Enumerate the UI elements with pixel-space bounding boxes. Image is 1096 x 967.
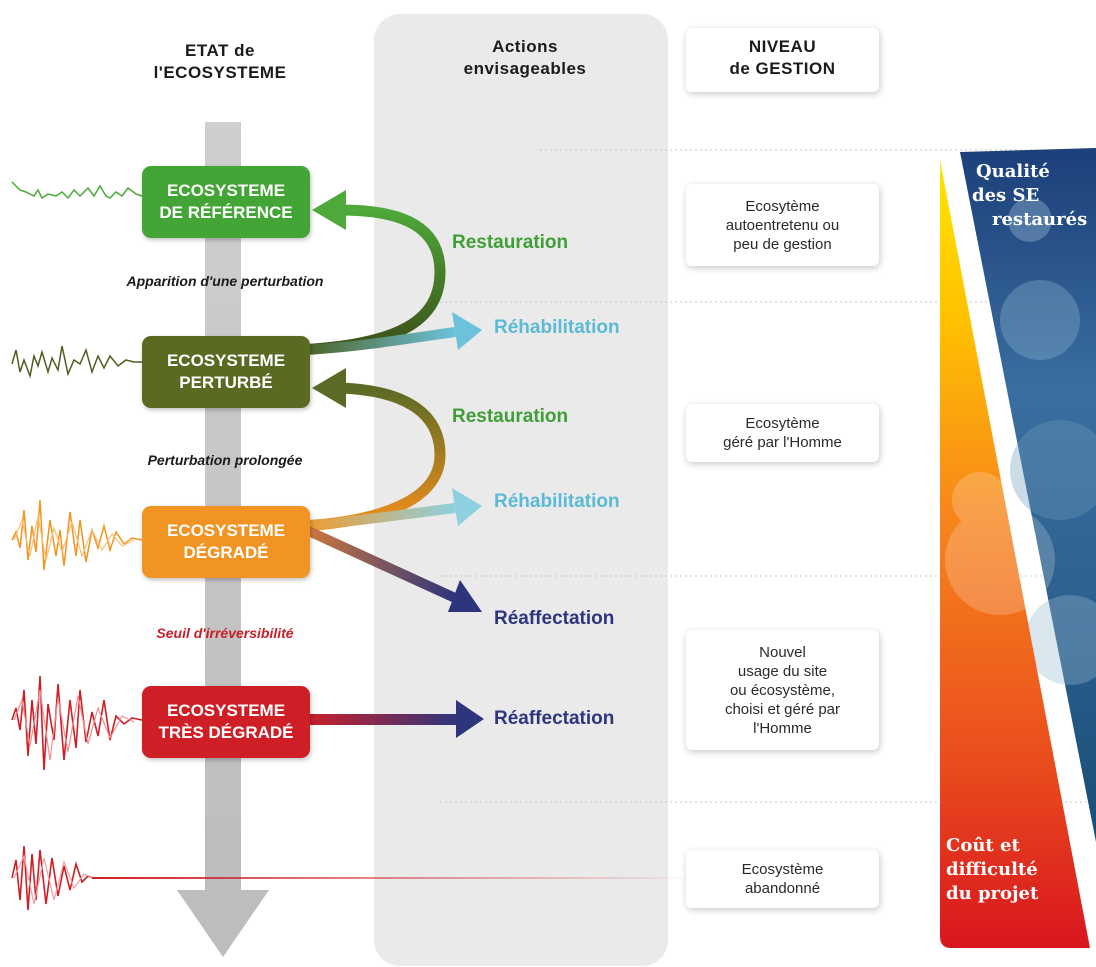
ecosystem-very-degraded-line1: ECOSYSTEME bbox=[166, 701, 286, 720]
management-human-managed-line2: géré par l'Homme bbox=[723, 434, 842, 451]
level-header: NIVEAU de GESTION bbox=[686, 36, 879, 80]
cost-label-line2: difficulté bbox=[946, 859, 1038, 880]
wave-perturbed bbox=[11, 345, 142, 379]
ecosystem-degraded-line2: DÉGRADÉ bbox=[183, 543, 269, 562]
management-new-use: Nouvel usage du site ou écosystème, choi… bbox=[686, 630, 879, 750]
action-reallocation-2: Réaffectation bbox=[494, 708, 615, 729]
ecosystem-very-degraded-box: ECOSYSTEME TRÈS DÉGRADÉ bbox=[142, 686, 310, 758]
ecosystem-perturbed-line2: PERTURBÉ bbox=[179, 373, 273, 392]
actions-header: Actions envisageables bbox=[420, 36, 630, 80]
ecosystem-reference-line2: DE RÉFÉRENCE bbox=[159, 203, 293, 222]
rehabilitation-arrowhead-1 bbox=[452, 312, 482, 350]
management-self-maintained-line3: peu de gestion bbox=[733, 235, 832, 253]
action-reallocation-1: Réaffectation bbox=[494, 608, 615, 629]
management-new-use-line1: Nouvel bbox=[759, 643, 806, 661]
reallocation-arrow-2-shaft bbox=[302, 714, 458, 725]
reallocation-arrowhead-2 bbox=[456, 700, 484, 738]
event-perturbation: Apparition d'une perturbation bbox=[126, 273, 324, 289]
wave-very-degraded bbox=[11, 675, 143, 771]
management-human-managed: Ecosytème géré par l'Homme bbox=[686, 404, 879, 462]
quality-texture bbox=[1000, 198, 1096, 685]
wave-reference bbox=[11, 181, 143, 200]
cost-label-line1: Coût et bbox=[946, 835, 1020, 856]
level-header-line2: de GESTION bbox=[729, 59, 836, 78]
management-new-use-line4: choisi et géré par bbox=[724, 700, 841, 718]
management-new-use-line3: ou écosystème, bbox=[729, 681, 836, 699]
cost-texture bbox=[945, 472, 1055, 615]
rehabilitation-arrow-2-shaft bbox=[299, 503, 456, 531]
ecosystem-very-degraded-line2: TRÈS DÉGRADÉ bbox=[158, 723, 294, 742]
quality-label-line3: restaurés bbox=[992, 209, 1088, 230]
restoration-arrowhead-2 bbox=[312, 368, 346, 408]
action-restoration-2: Restauration bbox=[452, 406, 569, 427]
action-restoration-1: Restauration bbox=[452, 232, 569, 253]
actions-header-line2: envisageables bbox=[463, 59, 587, 78]
timeline-arrow-head bbox=[177, 890, 269, 957]
ecosystem-reference-line1: ECOSYSTEME bbox=[166, 181, 286, 200]
action-rehabilitation-2: Réhabilitation bbox=[494, 491, 620, 512]
management-self-maintained-line1: Ecosytème bbox=[745, 197, 820, 215]
wave-degraded-echo bbox=[13, 515, 135, 561]
wave-degraded bbox=[11, 499, 143, 571]
rehabilitation-arrow-1-shaft bbox=[299, 327, 456, 355]
ecosystem-perturbed-line1: ECOSYSTEME bbox=[166, 351, 286, 370]
action-rehabilitation-1: Réhabilitation bbox=[494, 317, 620, 338]
state-header-line2: l'ECOSYSTEME bbox=[153, 63, 287, 82]
reallocation-arrowhead-1 bbox=[448, 580, 482, 612]
reallocation-arrow-1-shaft bbox=[299, 523, 458, 603]
level-header-line1: NIVEAU bbox=[748, 37, 817, 56]
management-abandoned-line2: abandonné bbox=[744, 880, 821, 897]
cost-label-line3: du projet bbox=[946, 883, 1039, 904]
quality-label-line2: des SE bbox=[972, 185, 1040, 206]
management-new-use-line2: usage du site bbox=[737, 662, 828, 680]
ecosystem-degraded-line1: ECOSYSTEME bbox=[166, 521, 286, 540]
wave-very-degraded-echo bbox=[13, 689, 135, 761]
event-threshold: Seuil d'irréversibilité bbox=[156, 625, 294, 641]
quality-label-line1: Qualité bbox=[976, 161, 1050, 182]
ecosystem-degraded-box: ECOSYSTEME DÉGRADÉ bbox=[142, 506, 310, 578]
cost-label: Coût et difficulté du projet bbox=[946, 834, 1066, 906]
rehabilitation-arrowhead-2 bbox=[452, 488, 482, 526]
abandoned-flatline bbox=[92, 877, 702, 879]
level-header-box bbox=[686, 28, 879, 92]
management-human-managed-line1: Ecosytème bbox=[745, 415, 820, 432]
management-abandoned: Ecosystème abandonné bbox=[686, 850, 879, 908]
management-self-maintained: Ecosytème autoentretenu ou peu de gestio… bbox=[686, 184, 879, 266]
cost-triangle bbox=[940, 160, 1090, 948]
quality-label: Qualité des SE restaurés bbox=[972, 160, 1092, 232]
actions-header-line1: Actions bbox=[492, 37, 558, 56]
event-prolonged: Perturbation prolongée bbox=[147, 452, 303, 468]
ecosystem-perturbed-box: ECOSYSTEME PERTURBÉ bbox=[142, 336, 310, 408]
state-header-line1: ETAT de bbox=[185, 41, 255, 60]
ecosystem-reference-box: ECOSYSTEME DE RÉFÉRENCE bbox=[142, 166, 310, 238]
quality-triangle bbox=[960, 148, 1096, 842]
management-new-use-line5: l'Homme bbox=[753, 719, 812, 737]
restoration-arrowhead-1 bbox=[312, 190, 346, 230]
management-abandoned-line1: Ecosystème bbox=[741, 861, 824, 878]
wave-abandoned-echo bbox=[13, 854, 95, 905]
state-header: ETAT de l'ECOSYSTEME bbox=[120, 40, 320, 84]
wave-abandoned bbox=[11, 845, 95, 911]
management-self-maintained-line2: autoentretenu ou bbox=[725, 216, 840, 234]
